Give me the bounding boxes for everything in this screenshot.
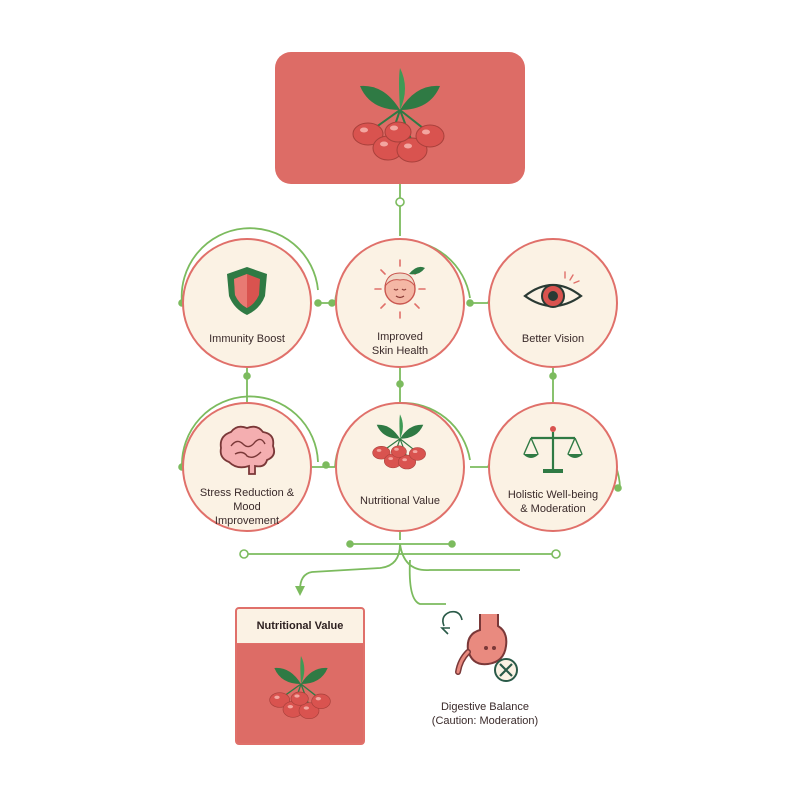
berry-icon (352, 122, 384, 146)
connector-dot (243, 372, 251, 380)
leaf-icon (400, 85, 440, 110)
berry-icon (372, 446, 391, 460)
leaf-icon (400, 424, 424, 439)
hero-box (275, 52, 525, 184)
node-label: Better Vision (521, 333, 585, 345)
stomach-icon (440, 610, 518, 682)
berry-highlight (388, 457, 394, 460)
leaf-icon (274, 667, 301, 684)
berry-highlight (404, 143, 412, 149)
berry-icon (390, 445, 407, 458)
connector-line (408, 559, 446, 605)
leaf-icon (301, 667, 328, 684)
shield-icon (227, 267, 267, 315)
berry-highlight (360, 127, 368, 133)
leaf-icon (300, 656, 305, 684)
berry-icon (397, 454, 416, 470)
nutritional-value-card[interactable]: Nutritional Value (235, 607, 365, 745)
berry-icon (298, 702, 320, 720)
berry-highlight (376, 448, 382, 452)
berry-highlight (390, 125, 398, 131)
connector-line (299, 543, 401, 591)
connector-dot (396, 380, 404, 388)
leaf-icon (399, 414, 403, 439)
berries-icon (352, 68, 445, 163)
berry-highlight (422, 129, 430, 135)
connector-dot (448, 540, 456, 548)
berry-highlight (380, 141, 388, 147)
leaf-icon (376, 424, 400, 439)
node-skin-health[interactable]: Improved Skin Health (335, 238, 465, 368)
brain-icon (219, 425, 276, 475)
digestive-balance-label: Digestive Balance (Caution: Moderation) (431, 701, 539, 727)
berry-icon (311, 693, 331, 709)
node-stress-reduction[interactable]: Stress Reduction & Mood Improvement (182, 402, 312, 532)
berry-highlight (274, 695, 280, 699)
connector-dot (346, 540, 354, 548)
berries-icon (372, 414, 426, 470)
berry-icon (269, 692, 290, 708)
connector-arc (180, 227, 319, 304)
connector-dot (314, 299, 322, 307)
connector-dot (466, 299, 474, 307)
node-label: Holistic Well-being & Moderation (507, 489, 599, 515)
connector-arc (181, 395, 319, 468)
leaf-icon (360, 85, 400, 110)
berry-icon (409, 447, 426, 461)
node-better-vision[interactable]: Better Vision (488, 238, 618, 368)
leaf-icon (399, 68, 405, 110)
berry-highlight (287, 705, 293, 709)
node-holistic-wellbeing[interactable]: Holistic Well-being & Moderation (488, 402, 618, 532)
connector-dot (551, 549, 561, 559)
connector-line (399, 543, 520, 571)
connector-dot (239, 549, 249, 559)
berry-highlight (402, 458, 407, 462)
face-icon (374, 259, 426, 319)
berry-icon (384, 121, 412, 143)
connector-dot (395, 197, 405, 207)
berry-highlight (294, 694, 300, 698)
berry-icon (415, 124, 445, 148)
eye-icon (523, 271, 583, 308)
berry-icon (290, 691, 309, 706)
connector-dot (614, 484, 622, 492)
node-label: Improved Skin Health (371, 331, 429, 357)
arrow-head (295, 586, 305, 596)
berry-highlight (315, 697, 321, 701)
connector-dot (322, 461, 330, 469)
connector-dot (549, 372, 557, 380)
card-title: Nutritional Value (237, 609, 363, 644)
berry-highlight (412, 450, 418, 454)
node-nutritional-value[interactable]: Nutritional Value (335, 402, 465, 532)
node-immunity-boost[interactable]: Immunity Boost (182, 238, 312, 368)
berry-highlight (303, 706, 309, 710)
node-label: Immunity Boost (209, 333, 285, 345)
berries-icon (269, 656, 331, 720)
scale-icon (523, 426, 583, 473)
berry-highlight (394, 447, 399, 451)
berry-icon (396, 137, 428, 163)
node-label: Nutritional Value (360, 495, 440, 507)
node-label: Stress Reduction & Mood Improvement (199, 487, 295, 527)
